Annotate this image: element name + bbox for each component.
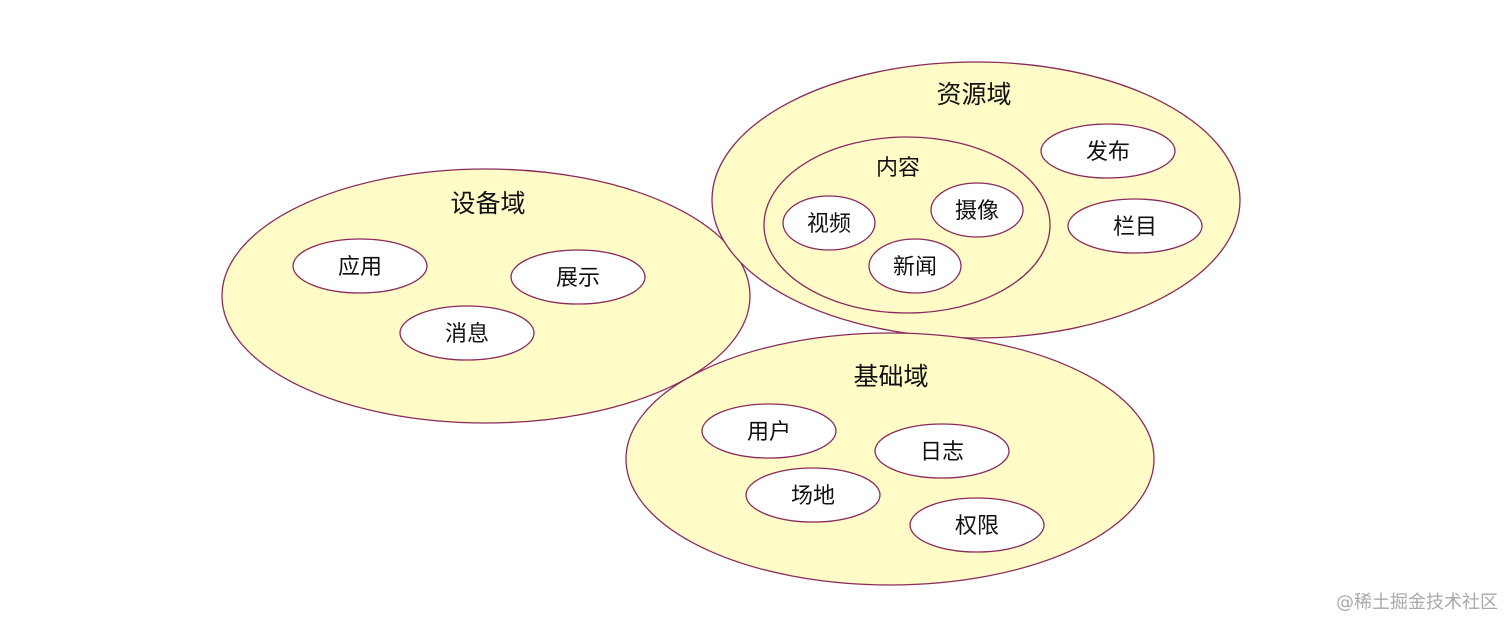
node-column-label: 栏目: [1113, 215, 1157, 240]
content-subdomain-title: 内容: [876, 156, 920, 181]
node-permission: 权限: [909, 497, 1045, 553]
base-domain-title: 基础域: [853, 362, 928, 391]
node-video-label: 视频: [807, 212, 851, 237]
node-user-label: 用户: [747, 420, 791, 445]
node-user: 用户: [701, 403, 837, 459]
node-camera-label: 摄像: [955, 199, 999, 224]
node-video: 视频: [782, 195, 876, 251]
node-display-label: 展示: [556, 266, 600, 291]
content-subdomain-ellipse: [763, 136, 1051, 314]
node-app: 应用: [292, 238, 428, 294]
node-venue: 场地: [745, 467, 881, 523]
node-news-ellipse: [868, 238, 962, 294]
node-publish-label: 发布: [1086, 140, 1130, 165]
node-video-ellipse: [782, 195, 876, 251]
node-camera-ellipse: [930, 182, 1024, 238]
node-permission-label: 权限: [955, 514, 999, 539]
device-domain: 设备域 应用 展示 消息: [221, 168, 751, 424]
node-column-ellipse: [1067, 198, 1203, 254]
node-log-ellipse: [874, 423, 1010, 479]
node-venue-ellipse: [745, 467, 881, 523]
node-display: 展示: [510, 249, 646, 305]
device-domain-title: 设备域: [450, 189, 525, 218]
node-app-ellipse: [292, 238, 428, 294]
node-log: 日志: [874, 423, 1010, 479]
node-permission-ellipse: [909, 497, 1045, 553]
resource-domain: 资源域 内容 视频 摄像 新闻 发布 栏目: [711, 61, 1241, 339]
node-venue-label: 场地: [791, 484, 835, 509]
node-news: 新闻: [868, 238, 962, 294]
node-camera: 摄像: [930, 182, 1024, 238]
node-display-ellipse: [510, 249, 646, 305]
content-subdomain: 内容 视频 摄像 新闻: [763, 136, 1051, 314]
node-user-ellipse: [701, 403, 837, 459]
node-column: 栏目: [1067, 198, 1203, 254]
watermark: @稀土掘金技术社区: [1336, 592, 1498, 613]
resource-domain-title: 资源域: [936, 80, 1011, 109]
base-domain: 基础域 用户 日志 场地 权限: [625, 332, 1155, 586]
node-message-ellipse: [399, 305, 535, 361]
node-app-label: 应用: [338, 255, 382, 280]
node-news-label: 新闻: [893, 255, 937, 280]
node-log-label: 日志: [920, 440, 964, 465]
node-message-label: 消息: [445, 322, 489, 347]
node-publish: 发布: [1040, 123, 1176, 179]
node-publish-ellipse: [1040, 123, 1176, 179]
device-domain-ellipse: [221, 168, 751, 424]
node-message: 消息: [399, 305, 535, 361]
